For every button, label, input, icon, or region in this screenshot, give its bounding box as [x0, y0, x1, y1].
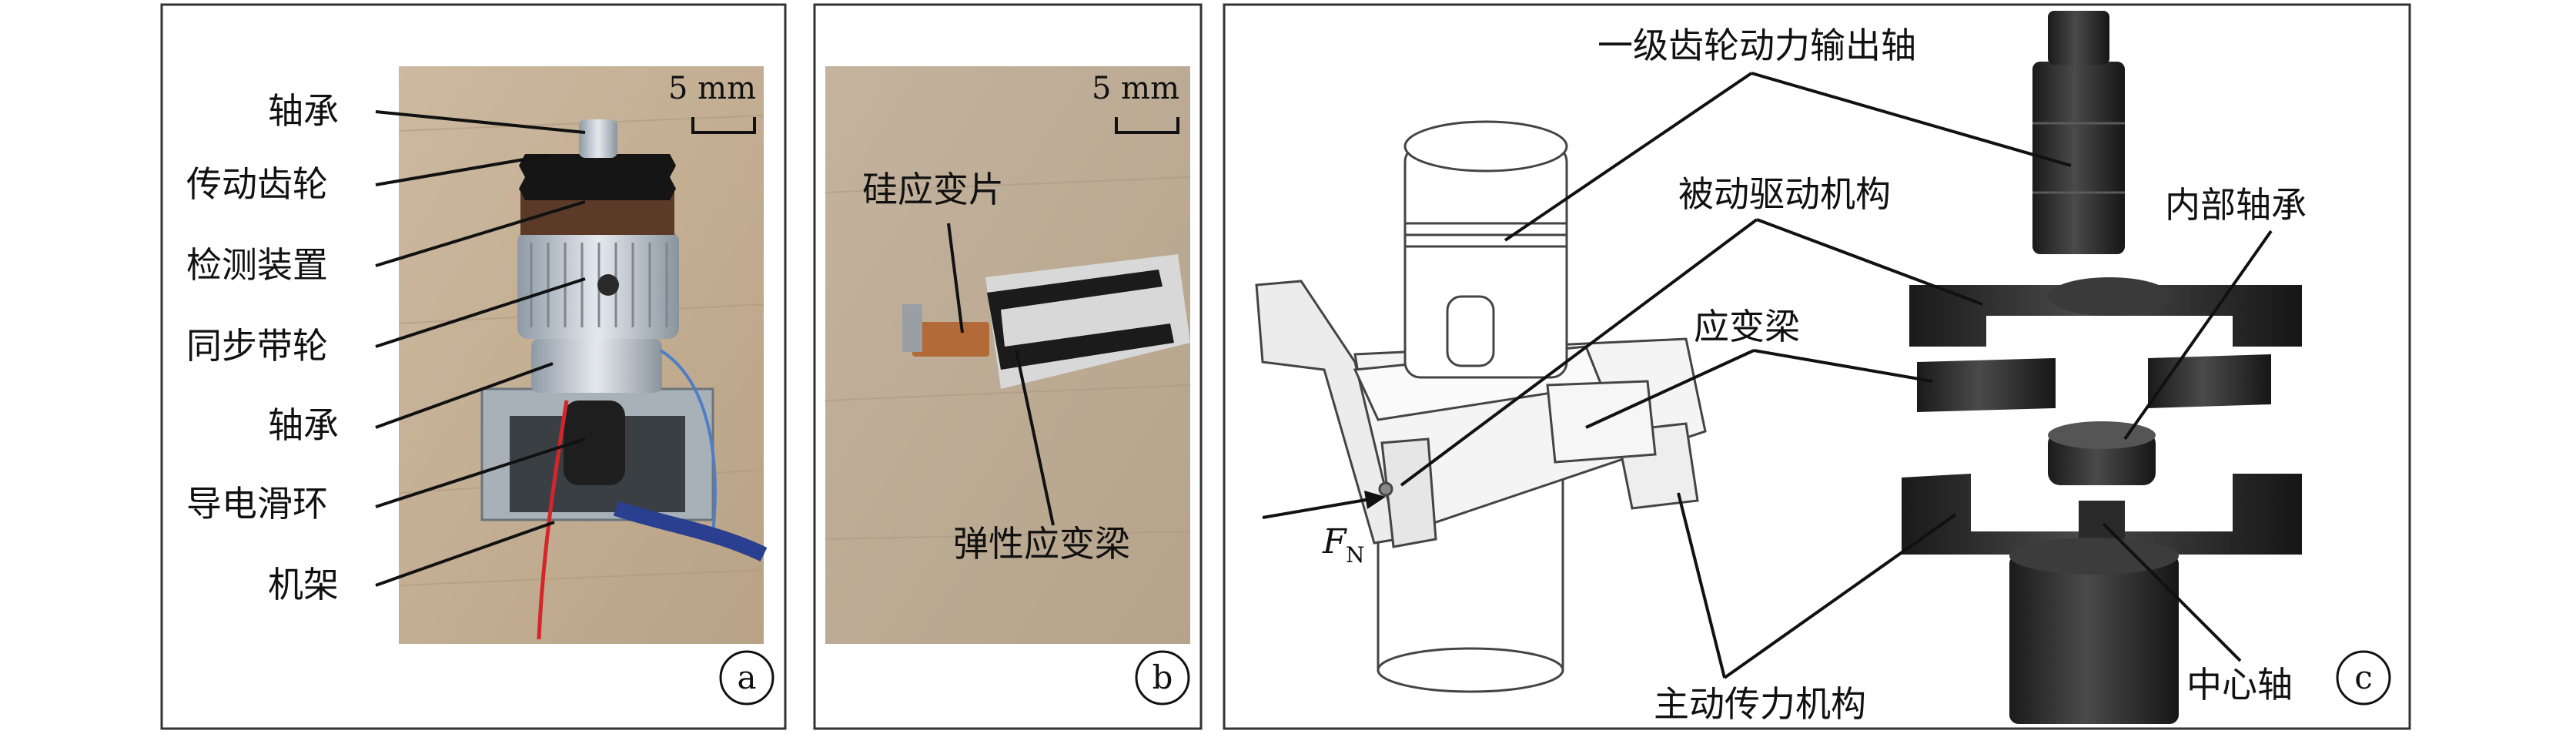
label-drive-gear: 传动齿轮 — [186, 163, 328, 205]
blue-cable — [613, 501, 768, 562]
panel-c-leaders — [1400, 72, 2273, 679]
label-slip-ring: 导电滑环 — [186, 483, 328, 525]
blue-wire — [659, 349, 717, 540]
output-shaft-part — [2032, 62, 2125, 254]
panel-a-scale-bar — [691, 117, 756, 134]
panel-b-leaders — [947, 223, 1055, 526]
panel-b-letter: b — [1153, 659, 1173, 696]
label-sync-pulley: 同步带轮 — [186, 325, 328, 367]
panel-b-letter-circle — [1135, 650, 1190, 706]
silicon-strain-gauge — [912, 322, 989, 357]
slip-ring — [564, 401, 625, 485]
panel-a-frame — [160, 3, 787, 730]
strain-beam-photo — [902, 254, 1190, 389]
panel-c-frame — [1223, 3, 2411, 730]
panel-a-letter-circle — [719, 650, 774, 706]
strain-beam-right-part — [2148, 354, 2271, 408]
lower-bearing — [531, 339, 662, 393]
panel-c-letter-circle — [2336, 650, 2391, 706]
passive-drive-part — [1909, 285, 2302, 347]
label-inner-bearing: 内部轴承 — [2165, 184, 2307, 226]
elastic-strain-beam — [987, 270, 1174, 370]
label-center-shaft: 中心轴 — [2186, 664, 2293, 706]
panel-a: 5 mm 轴承 传动齿轮 检测装置 同步带轮 轴承 导电滑环 机架 a — [160, 3, 787, 730]
label-silicon-gauge: 硅应变片 — [862, 169, 1004, 210]
label-strain-beam: 应变梁 — [1694, 306, 1800, 347]
exploded-parts — [1902, 11, 2302, 724]
device-photo — [480, 119, 768, 640]
wood-grain-b — [825, 176, 1191, 540]
label-bearing-top: 轴承 — [268, 90, 339, 132]
panel-a-letter: a — [737, 659, 756, 696]
force-arrow — [1262, 491, 1386, 519]
label-passive-drive: 被动驱动机构 — [1678, 173, 1891, 215]
label-elastic-beam: 弹性应变梁 — [953, 523, 1130, 565]
label-output-shaft: 一级齿轮动力输出轴 — [1597, 25, 1916, 66]
label-bearing-bottom: 轴承 — [268, 404, 339, 446]
panel-a-leaders — [375, 110, 586, 587]
panel-c-letter: c — [2354, 659, 2373, 696]
strain-beam-left-part — [1917, 358, 2056, 412]
force-subscript: N — [1346, 542, 1365, 568]
active-drive-part — [1902, 474, 2302, 555]
force-label: F N — [1322, 522, 1365, 568]
drive-gear — [519, 154, 676, 200]
panel-b-scale-bar — [1115, 117, 1179, 134]
red-wire — [537, 400, 569, 640]
label-active-drive: 主动传力机构 — [1654, 683, 1866, 725]
base-cylinder-part — [2009, 555, 2179, 724]
panel-b-frame — [813, 3, 1203, 730]
panel-b-scale-text: 5 mm — [1092, 71, 1179, 106]
force-symbol: F — [1322, 522, 1347, 561]
assembled-mechanism — [1255, 120, 1707, 693]
panel-c: 一级齿轮动力输出轴 被动驱动机构 内部轴承 应变梁 主动传力机构 中心轴 F N — [1223, 3, 2411, 730]
label-detection-device: 检测装置 — [186, 244, 328, 286]
label-frame: 机架 — [268, 564, 339, 605]
panel-b: 5 mm 硅应变片 弹性应变梁 b — [813, 3, 1203, 730]
top-bearing — [579, 119, 617, 158]
panel-a-scale-text: 5 mm — [668, 71, 756, 106]
